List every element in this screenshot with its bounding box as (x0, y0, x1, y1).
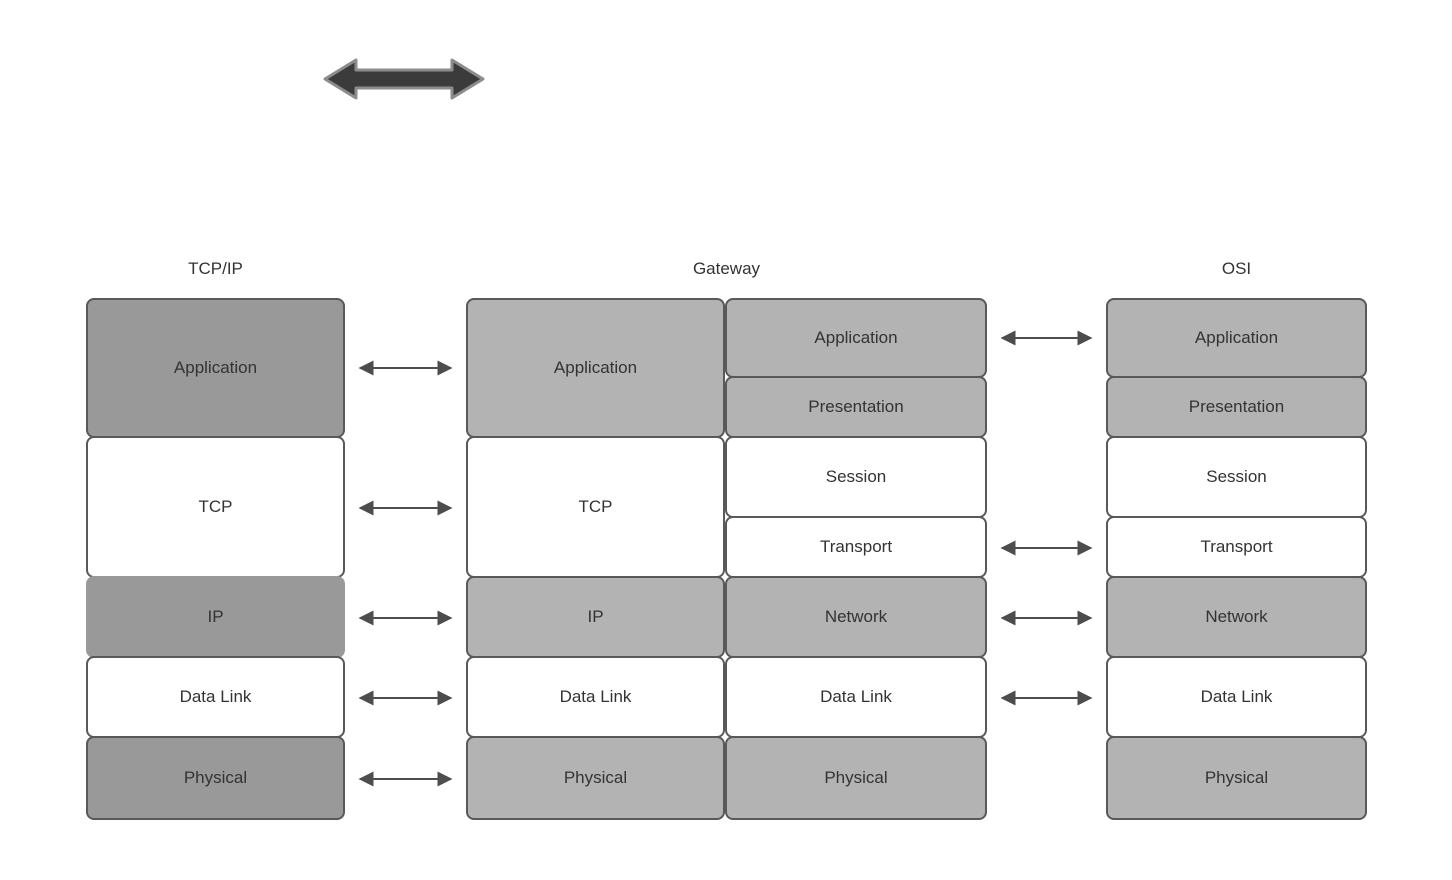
tcpip-stack: Application TCP IP Data Link Physical (86, 298, 345, 820)
gateway-left-layer-physical: Physical (466, 736, 725, 820)
osi-layer-transport: Transport (1106, 516, 1367, 578)
osi-layer-datalink: Data Link (1106, 656, 1367, 738)
gateway-right-layer-network: Network (725, 576, 987, 658)
osi-layer-physical: Physical (1106, 736, 1367, 820)
gateway-left-stack: Application TCP IP Data Link Physical (466, 298, 725, 820)
tcpip-header: TCP/IP (188, 259, 243, 278)
gateway-right-layer-transport: Transport (725, 516, 987, 578)
osi-stack: Application Presentation Session Transpo… (1106, 298, 1367, 820)
gateway-right-layer-presentation: Presentation (725, 376, 987, 438)
big-double-arrow-icon (323, 58, 485, 100)
tcpip-layer-datalink: Data Link (86, 656, 345, 738)
gateway-header: Gateway (692, 259, 761, 278)
gateway-right-layer-datalink: Data Link (725, 656, 987, 738)
gateway-right-layer-application: Application (725, 298, 987, 378)
gateway-right-layer-session: Session (725, 436, 987, 518)
osi-layer-application: Application (1106, 298, 1367, 378)
osi-layer-network: Network (1106, 576, 1367, 658)
tcpip-layer-ip: IP (86, 576, 345, 658)
gateway-left-layer-tcp: TCP (466, 436, 725, 578)
tcpip-layer-application: Application (86, 298, 345, 438)
gateway-left-layer-ip: IP (466, 576, 725, 658)
gateway-left-layer-datalink: Data Link (466, 656, 725, 738)
osi-header: OSI (1221, 259, 1252, 278)
gateway-right-layer-physical: Physical (725, 736, 987, 820)
gateway-left-layer-application: Application (466, 298, 725, 438)
tcpip-layer-tcp: TCP (86, 436, 345, 578)
osi-layer-session: Session (1106, 436, 1367, 518)
gateway-right-stack: Application Presentation Session Transpo… (725, 298, 987, 820)
tcpip-layer-physical: Physical (86, 736, 345, 820)
osi-layer-presentation: Presentation (1106, 376, 1367, 438)
